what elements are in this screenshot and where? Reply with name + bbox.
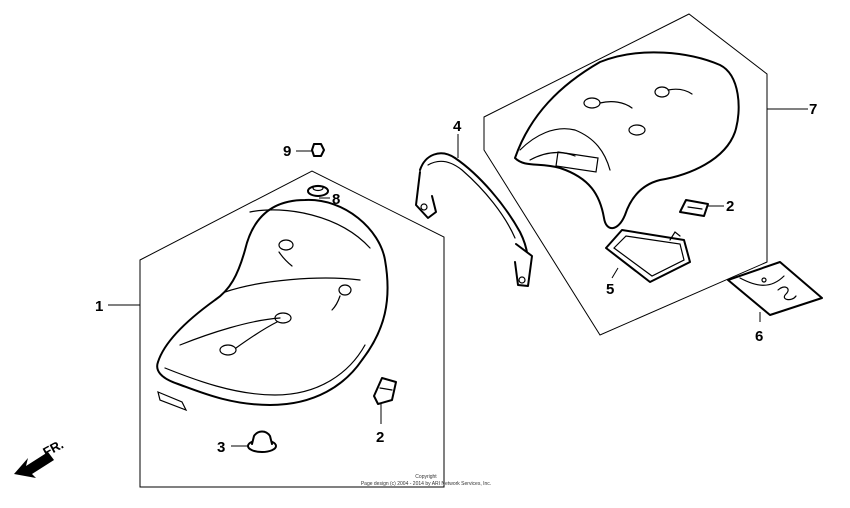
copyright-line-2: Page design (c) 2004 - 2014 by ARI Netwo…: [361, 481, 491, 487]
rear-seat-part-7[interactable]: [514, 51, 740, 230]
grab-bar-part-4[interactable]: [415, 152, 533, 287]
bag-part-6[interactable]: [727, 261, 823, 316]
callout-3: 3: [217, 439, 225, 456]
leader-lines: [108, 108, 808, 447]
front-seat-group-outline: [139, 170, 445, 488]
callout-2-rear: 2: [726, 198, 734, 215]
callout-1: 1: [95, 298, 103, 315]
rear-seat-group-outline: [483, 13, 768, 336]
callout-7: 7: [809, 101, 817, 118]
callout-2-front: 2: [376, 429, 384, 446]
front-seat-part-1[interactable]: [156, 198, 389, 412]
copyright-line-1: Copyright: [415, 474, 437, 480]
front-direction-arrow-icon: [14, 452, 54, 478]
stopper-part-2-front[interactable]: [373, 377, 397, 405]
nut-part-9[interactable]: [311, 143, 325, 157]
cap-nut-part-3[interactable]: [247, 430, 277, 453]
callout-9: 9: [283, 143, 291, 160]
collar-part-8[interactable]: [307, 184, 329, 197]
tray-part-5[interactable]: [605, 229, 691, 283]
callout-6: 6: [755, 328, 763, 345]
callout-8: 8: [332, 191, 340, 208]
callout-5: 5: [606, 281, 614, 298]
stopper-part-2-rear[interactable]: [679, 199, 709, 217]
callout-4: 4: [453, 118, 462, 135]
